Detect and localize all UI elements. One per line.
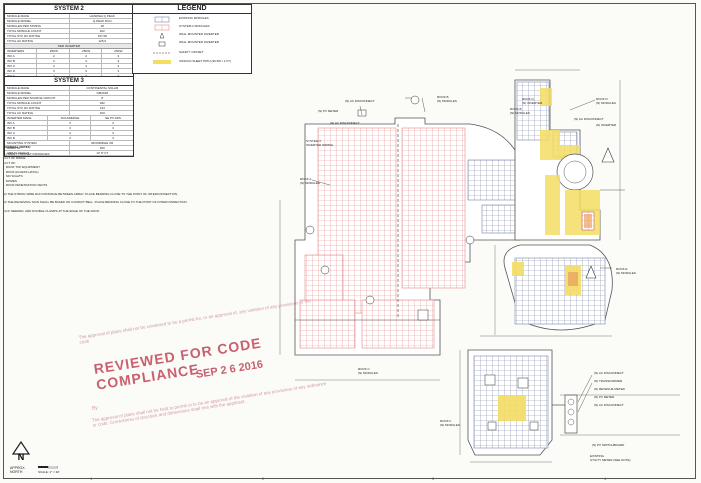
system2-inverter-header: INVERTERS 25KW 25KW 25KW: [5, 49, 133, 54]
east-building: [514, 79, 625, 241]
legend-item: WALL MOUNTED INVERTER: [179, 40, 219, 44]
existing-array-1: [467, 159, 519, 201]
legend-title: LEGEND: [133, 5, 251, 14]
north-arrow-icon: N: [11, 440, 31, 462]
system3-inverter-label: SYSTEM 3 INVERTER WIRING: [306, 139, 334, 147]
sheet-border: [3, 3, 696, 479]
roof-f-label: ROOF F (N) MODULES: [440, 419, 460, 427]
ac-disconnect-label: (N) AC DISCONNECT: [345, 99, 375, 103]
scale-label: SCALE: 1" = 30': [38, 470, 60, 474]
north-label: APPROX. NORTH: [10, 466, 26, 474]
notes-title: GENERAL NOTES:: [4, 145, 31, 149]
pv-meter-label: (N) PV METER: [318, 109, 339, 113]
rooftop-equipment: [417, 309, 429, 321]
wall-inverter-icon: [158, 41, 166, 47]
roof-b-label: ROOF B (N) MODULES: [437, 95, 457, 103]
sub-disc2-label: (N) TRANSFORMER: [594, 379, 623, 383]
switchboard-label: (N) PV SWITCHBOARD: [592, 443, 625, 447]
roof-f-building: [503, 244, 613, 331]
existing-array-2: [481, 204, 519, 234]
roof-g-building: [467, 349, 578, 456]
inverter-label: (N) INVERTER: [596, 123, 617, 127]
sheet-number-4: 4: [604, 476, 607, 481]
sub-disc4-label: (N) PV METER: [594, 395, 615, 399]
sheet-number-3: 3: [432, 476, 435, 481]
system2-title: SYSTEM 2: [5, 5, 133, 14]
round-structure: [556, 153, 594, 191]
sub-disc1-label: (N) AC DISCONNECT: [594, 371, 624, 375]
legend-item: WALL MOUNTED INVERTER: [179, 32, 219, 36]
roof-b2-label: ROOF B (N) MODULES: [510, 107, 530, 115]
sheet-number-2: 2: [262, 476, 265, 481]
sheet-number-1: 1: [90, 476, 93, 481]
inverter-a-icon: [601, 147, 615, 163]
legend-item: EXISTING MODULES: [179, 16, 209, 20]
system3-title: SYSTEM 3: [5, 77, 133, 86]
roof-e-label: ROOF E (N) MODULES: [616, 267, 636, 275]
scale-bar: SCALE: 1" = 30': [38, 465, 60, 474]
dimension-lines: [279, 69, 680, 463]
scale-bar-graphic: [38, 465, 59, 469]
legend-item: UNSOLD SHEET PATH (36.5IN / 1 FT): [179, 59, 232, 63]
note-item: 3) THE RECEIVING SIGN SHALL BE BASED ON …: [4, 200, 188, 204]
roof-d-array: [299, 299, 356, 349]
sheet-path-1: [540, 130, 580, 160]
note-item: 4) IF NEEDED, ADD DOUBLE CLAMPS AT THE E…: [4, 208, 100, 213]
roof-b-array: [401, 127, 466, 289]
sheet-path-swatch: [153, 60, 171, 64]
leader-lines: [311, 97, 612, 413]
legend-item: SYSTEM 2 MODULES: [179, 24, 210, 28]
svg-text:N: N: [18, 452, 25, 462]
ac-disconnect3-label: (N) AC DISCONNECT: [574, 117, 604, 121]
inverter-b-icon: [585, 265, 597, 279]
roof-g-label: ROOF G (N) INVERTER: [522, 97, 543, 105]
note-item: 1) SAFETY OFFSET DISTANCES 4 FT OF RIDGE…: [4, 151, 50, 188]
system3-inverter-header: INVERTER MAKE SOLAREDGE SE PV ARS: [5, 116, 133, 121]
sub-disc3-label: (N) REVENUE METER: [594, 387, 625, 391]
roof-d-label: ROOF D (N) MODULES: [596, 97, 616, 105]
main-building: [294, 95, 521, 356]
legend-symbols: [153, 16, 171, 64]
inverter-symbol-icon: [159, 32, 165, 39]
roof-c-label: ROOF C (N) MODULES: [358, 367, 378, 375]
system2-band: PER INVERTER: [5, 44, 133, 49]
sub-disc5-label: (N) AC DISCONNECT: [594, 403, 624, 407]
legend: LEGEND EXISTING MODULES SYSTEM 2 MODULES W…: [132, 4, 252, 74]
legend-item: SAFETY OFFSET: [179, 50, 204, 54]
roof-a-label: ROOF A (N) MODULES: [300, 177, 320, 185]
north-arrow: N APPROX. NORTH: [10, 440, 32, 474]
note-item: 2) THE STRING WIRE RUN DISTANCE BETWEEN …: [4, 191, 178, 196]
existing-meter-label: EXISTING UTILITY METER (SEE NOTE): [590, 454, 631, 462]
general-notes: GENERAL NOTES: 1) SAFETY OFFSET DISTANCE…: [4, 145, 244, 217]
ac-disconnect2-label: (N) AC DISCONNECT: [330, 121, 360, 125]
roof-e-array: [361, 299, 435, 349]
